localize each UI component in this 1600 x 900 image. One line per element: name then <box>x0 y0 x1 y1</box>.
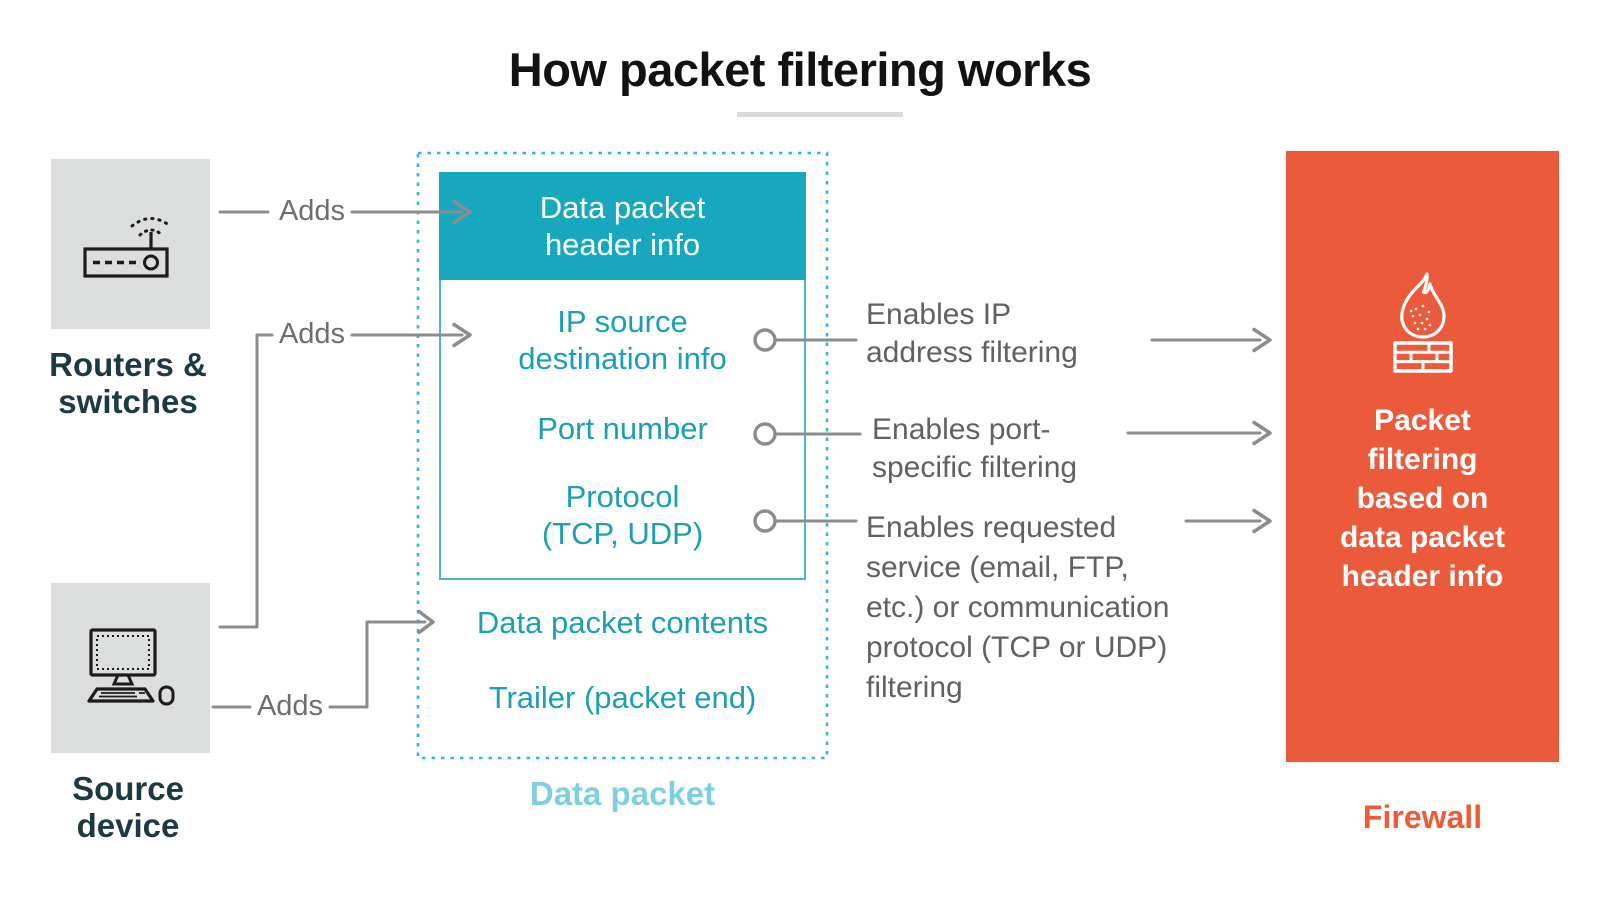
source-device-label: Source device <box>72 770 184 844</box>
filter-text-ip: Enables IP address filtering <box>866 298 1078 369</box>
flame-speckles <box>1409 304 1431 331</box>
title-underline <box>737 112 903 117</box>
filter-text-protocol: Enables requested service (email, FTP, e… <box>866 511 1170 704</box>
firewall-box-label: Packet filtering based on data packet he… <box>1339 404 1506 593</box>
data-packet-header-cell: Data packet header info <box>439 172 806 280</box>
firewall-box: Packet filtering based on data packet he… <box>1286 151 1559 762</box>
source-device-box <box>51 583 210 753</box>
flame-brick-wall-icon <box>1392 272 1453 373</box>
adds-label-source-contents: Adds <box>256 690 324 722</box>
desktop-computer-icon <box>86 628 174 706</box>
connector-source-to-ip <box>218 322 472 629</box>
arrowhead-right-icon <box>1252 420 1272 446</box>
row-trailer: Trailer (packet end) <box>488 680 757 715</box>
adds-label-source-ip: Adds <box>278 318 346 350</box>
page-title: How packet filtering works <box>508 43 1092 96</box>
arrows-to-firewall <box>1126 327 1272 534</box>
arrowhead-right-icon <box>1252 327 1272 353</box>
row-protocol: Protocol (TCP, UDP) <box>541 479 704 551</box>
firewall-caption: Firewall <box>1362 799 1483 835</box>
adds-label-router: Adds <box>278 195 346 227</box>
arrowhead-right-icon <box>1252 508 1272 534</box>
wifi-router-icon <box>82 217 171 278</box>
row-data-packet-contents: Data packet contents <box>476 605 769 640</box>
routers-switches-box <box>51 159 210 329</box>
data-packet-caption: Data packet <box>529 775 716 812</box>
routers-switches-label: Routers & switches <box>49 346 207 420</box>
filter-text-port: Enables port- specific filtering <box>872 413 1078 484</box>
row-ip-source-destination: IP source destination info <box>518 304 727 376</box>
row-port-number: Port number <box>537 411 708 446</box>
